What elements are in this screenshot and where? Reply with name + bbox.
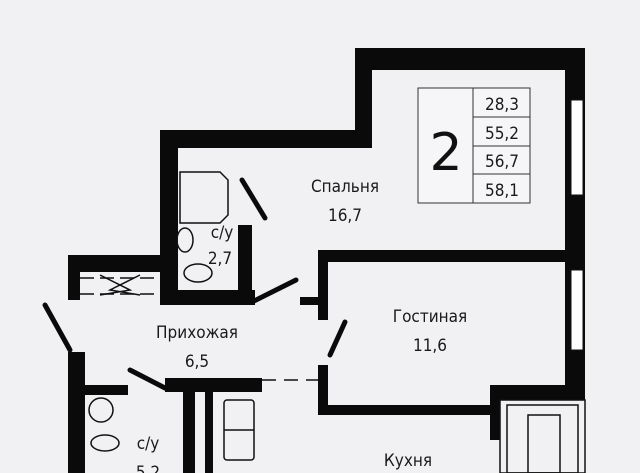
room-name: Прихожая bbox=[156, 323, 238, 343]
room-area: 5,2 bbox=[136, 463, 160, 473]
area-value: 55,2 bbox=[485, 124, 519, 144]
room-name: Спальня bbox=[311, 177, 379, 197]
sink-icon bbox=[88, 397, 114, 423]
room-area: 6,5 bbox=[185, 352, 209, 372]
fixtures bbox=[80, 171, 586, 473]
balcony bbox=[499, 399, 586, 473]
shower-icon bbox=[179, 171, 229, 224]
room-area: 2,7 bbox=[208, 249, 232, 269]
room-area: 11,6 bbox=[413, 336, 447, 356]
room-area: 16,7 bbox=[328, 206, 362, 226]
sink-icon bbox=[176, 227, 194, 253]
doors bbox=[42, 177, 348, 391]
room-name: Гостиная bbox=[393, 307, 468, 327]
walls bbox=[68, 48, 585, 473]
room-name: Кухня bbox=[384, 451, 432, 471]
toilet-icon bbox=[183, 263, 213, 283]
area-summary-table: 2 28,3 55,2 56,7 58,1 bbox=[417, 87, 531, 204]
area-value: 56,7 bbox=[485, 152, 519, 172]
area-value: 58,1 bbox=[485, 181, 519, 201]
rooms-count: 2 bbox=[429, 123, 462, 183]
room-name: с/у bbox=[211, 223, 234, 243]
toilet-icon bbox=[90, 434, 120, 452]
area-value: 28,3 bbox=[485, 95, 519, 115]
room-name: с/у bbox=[137, 434, 160, 454]
